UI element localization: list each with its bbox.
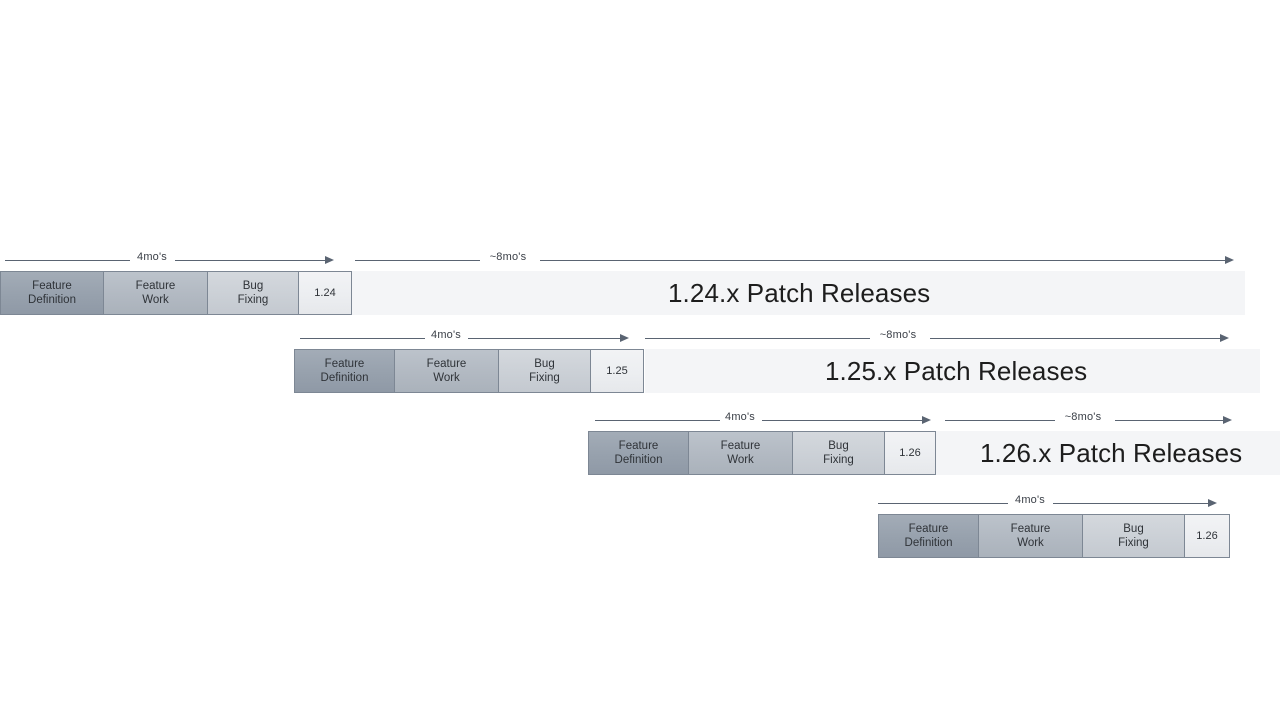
patch-release-bar-1-26: 1.26.x Patch Releases [936,431,1280,475]
version-block-next[interactable]: 1.26 [1184,514,1230,558]
version-label: 1.25 [606,365,628,377]
phase-label-line2: Work [142,294,169,306]
patch-line-left-1-26 [945,420,1055,421]
patch-release-label-1-24: 1.24.x Patch Releases [668,278,931,308]
patch-line-right-1-25 [930,338,1220,339]
timeline-1-24: 4mo's ~8mo's [0,250,1280,272]
timeline-1-26: 4mo's ~8mo's [0,410,1280,432]
phase-bug-fixing-1-26[interactable]: Bug Fixing [792,431,884,475]
phase-label-line2: Definition [904,537,953,549]
phase-feature-definition-1-24[interactable]: Feature Definition [0,271,103,315]
patch-release-bar-1-25: 1.25.x Patch Releases [645,349,1260,393]
phase-feature-definition-next[interactable]: Feature Definition [878,514,978,558]
phase-label-line2: Work [727,454,754,466]
dev-arrowhead-next [1208,498,1217,507]
phase-feature-work-1-24[interactable]: Feature Work [103,271,207,315]
dev-line-left-1-26 [595,420,720,421]
dev-duration-label-next: 4mo's [1015,494,1045,506]
patch-duration-label-1-25: ~8mo's [879,329,917,341]
phase-label-line1: Bug [534,358,555,370]
phase-feature-work-1-26[interactable]: Feature Work [688,431,792,475]
phase-bug-fixing-next[interactable]: Bug Fixing [1082,514,1184,558]
phase-label-line1: Feature [720,440,761,452]
phase-label-line2: Work [1017,537,1044,549]
phase-label-line2: Definition [320,372,369,384]
phase-label-line1: Feature [32,280,72,292]
phase-label-line1: Feature [324,358,365,370]
phase-label-line1: Bug [242,280,264,292]
phase-label-line1: Feature [1010,523,1051,535]
phase-label-line2: Fixing [237,294,269,306]
version-block-1-26[interactable]: 1.26 [884,431,936,475]
phase-label-line2: Work [433,372,460,384]
phase-blocks-1-24: Feature Definition Feature Work Bug Fixi… [0,271,352,315]
patch-release-bar-1-24: 1.24.x Patch Releases [352,271,1245,315]
dev-line-left-1-24 [5,260,130,261]
phase-feature-definition-1-26[interactable]: Feature Definition [588,431,688,475]
timeline-1-25: 4mo's ~8mo's [0,328,1280,350]
patch-duration-label-1-26: ~8mo's [1064,411,1102,423]
phase-feature-work-next[interactable]: Feature Work [978,514,1082,558]
release-row-next: 4mo's Feature Definition Feature Work Bu… [0,493,1280,573]
version-label: 1.26 [899,447,921,459]
phase-feature-definition-1-25[interactable]: Feature Definition [294,349,394,393]
release-row-1-26: 4mo's ~8mo's 1.26.x Patch Releases Featu… [0,410,1280,490]
version-block-1-24[interactable]: 1.24 [298,271,352,315]
dev-duration-label-1-24: 4mo's [137,251,167,263]
dev-line-left-1-25 [300,338,425,339]
phase-label-line2: Definition [614,454,663,466]
patch-duration-label-1-24: ~8mo's [489,251,527,263]
dev-duration-label-1-25: 4mo's [431,329,461,341]
phase-feature-work-1-25[interactable]: Feature Work [394,349,498,393]
version-block-1-25[interactable]: 1.25 [590,349,644,393]
timeline-next: 4mo's [0,493,1280,515]
patch-arrowhead-1-26 [1223,415,1232,424]
patch-line-right-1-26 [1115,420,1223,421]
release-row-1-24: 4mo's ~8mo's 1.24.x Patch Releases Featu… [0,250,1280,330]
dev-line-right-next [1053,503,1208,504]
patch-line-left-1-25 [645,338,870,339]
dev-arrowhead-1-25 [620,333,629,342]
phase-label-line1: Bug [828,440,849,452]
dev-arrowhead-1-26 [922,415,931,424]
phase-label-line1: Feature [908,523,949,535]
dev-line-right-1-26 [762,420,922,421]
phase-label-line1: Feature [426,358,467,370]
phase-blocks-1-26: Feature Definition Feature Work Bug Fixi… [588,431,936,475]
patch-release-label-1-26: 1.26.x Patch Releases [980,438,1243,468]
phase-blocks-next: Feature Definition Feature Work Bug Fixi… [878,514,1230,558]
dev-line-right-1-25 [468,338,620,339]
phase-label-line2: Fixing [823,454,854,466]
patch-arrowhead-1-25 [1220,333,1229,342]
phase-label-line1: Bug [1123,523,1144,535]
phase-bug-fixing-1-24[interactable]: Bug Fixing [207,271,298,315]
dev-arrowhead-1-24 [325,255,334,264]
patch-line-right-1-24 [540,260,1225,261]
phase-label-line1: Feature [618,440,659,452]
phase-label-line2: Fixing [1118,537,1149,549]
phase-blocks-1-25: Feature Definition Feature Work Bug Fixi… [294,349,644,393]
version-label: 1.24 [314,287,336,299]
phase-label-line2: Definition [28,294,76,306]
version-label: 1.26 [1196,530,1218,542]
dev-duration-label-1-26: 4mo's [725,411,755,423]
phase-label-line2: Fixing [529,372,560,384]
patch-arrowhead-1-24 [1225,255,1234,264]
release-row-1-25: 4mo's ~8mo's 1.25.x Patch Releases Featu… [0,328,1280,408]
phase-bug-fixing-1-25[interactable]: Bug Fixing [498,349,590,393]
dev-line-left-next [878,503,1008,504]
dev-line-right-1-24 [175,260,325,261]
phase-label-line1: Feature [135,280,176,292]
patch-release-label-1-25: 1.25.x Patch Releases [825,356,1088,386]
patch-line-left-1-24 [355,260,480,261]
